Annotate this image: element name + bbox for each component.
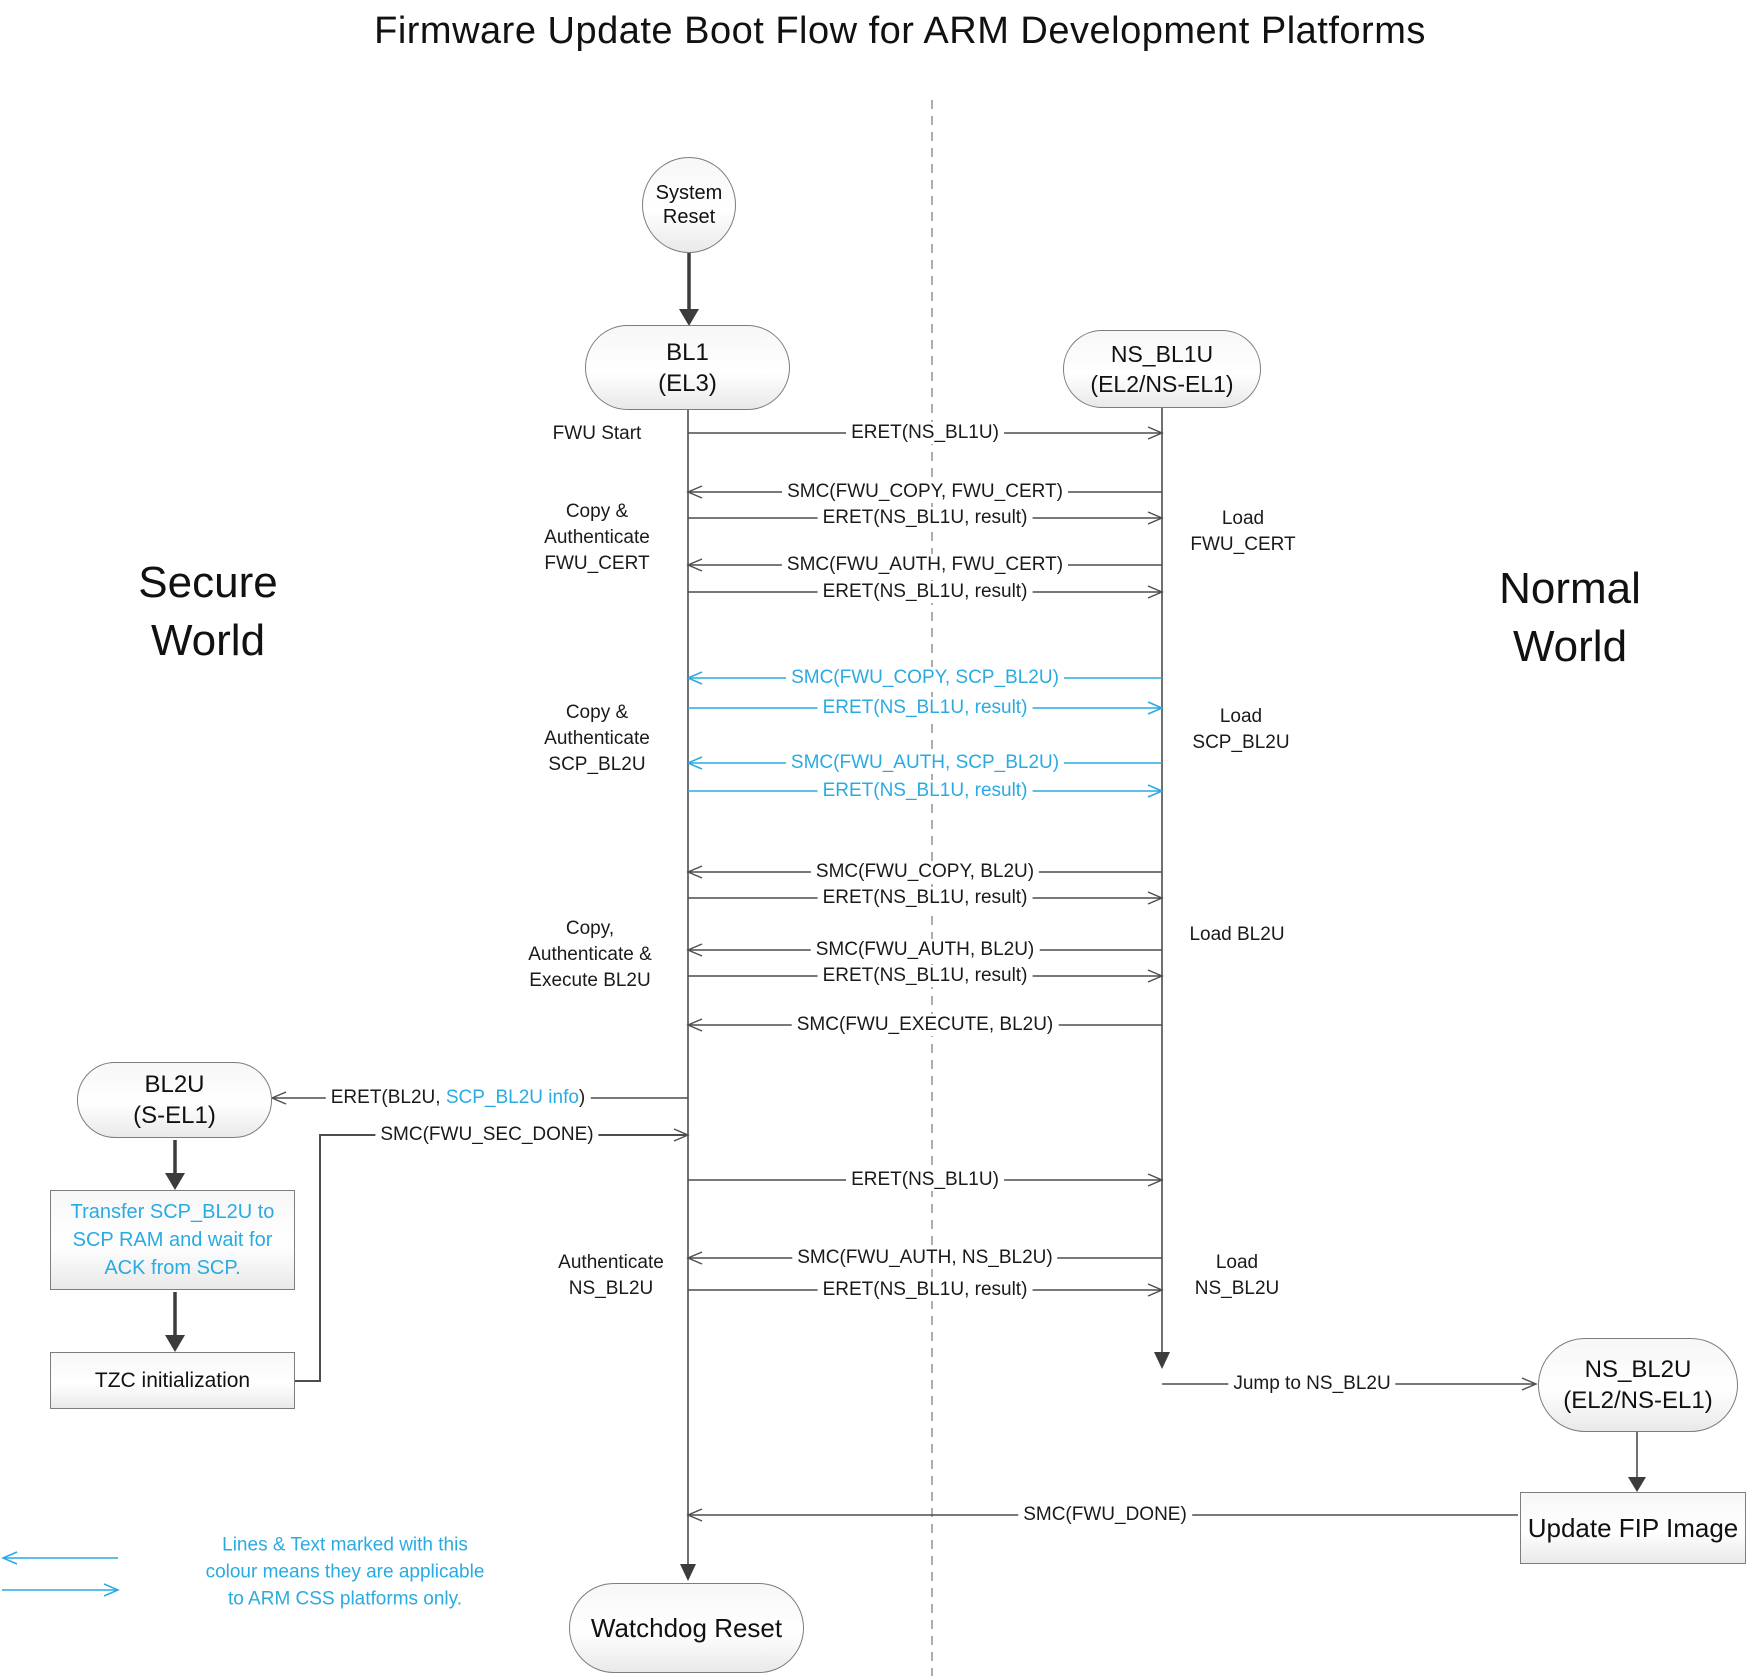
message-smc-fwu-copy-bl2u: SMC(FWU_COPY, BL2U) xyxy=(810,861,1040,883)
ns-bl1u-node: NS_BL1U (EL2/NS-EL1) xyxy=(1063,330,1261,408)
annotation-fwu-start: FWU Start xyxy=(552,423,642,444)
annotation-copy-auth-exec-bl2u: Copy, Authenticate & Execute BL2U xyxy=(528,918,652,991)
cyan-messages xyxy=(686,671,1164,798)
message-smc-fwu-auth-scp-bl2u: SMC(FWU_AUTH, SCP_BL2U) xyxy=(785,752,1065,774)
bl2u-to-transfer-arrow xyxy=(165,1140,185,1190)
message-jump-to-ns-bl2u: Jump to NS_BL2U xyxy=(1228,1373,1396,1395)
message-eret-result-3: ERET(NS_BL1U, result) xyxy=(817,697,1033,719)
message-eret-result-2: ERET(NS_BL1U, result) xyxy=(817,581,1033,603)
message-smc-fwu-copy-scp-bl2u: SMC(FWU_COPY, SCP_BL2U) xyxy=(786,667,1064,689)
message-smc-fwu-auth-fwu-cert: SMC(FWU_AUTH, FWU_CERT) xyxy=(781,554,1069,576)
annotation-copy-auth-scp-bl2u: Copy & Authenticate SCP_BL2U xyxy=(544,702,650,775)
ns-bl2u-node: NS_BL2U (EL2/NS-EL1) xyxy=(1538,1338,1738,1432)
legend-arrow-left-icon xyxy=(1,1551,118,1565)
tzc-initialization-box: TZC initialization xyxy=(50,1352,295,1409)
message-eret-result-4: ERET(NS_BL1U, result) xyxy=(817,780,1033,802)
message-eret-result-1: ERET(NS_BL1U, result) xyxy=(817,507,1033,529)
legend-arrow-right-icon xyxy=(2,1583,120,1597)
annotation-auth-ns-bl2u: Authenticate NS_BL2U xyxy=(558,1252,664,1299)
page-title: Firmware Update Boot Flow for ARM Develo… xyxy=(374,10,1426,52)
secure-world-label: Secure World xyxy=(138,558,278,665)
ns-bl1u-lifeline xyxy=(1154,408,1170,1369)
message-smc-fwu-done: SMC(FWU_DONE) xyxy=(1018,1504,1192,1526)
watchdog-reset-node: Watchdog Reset xyxy=(569,1583,804,1673)
bl1-lifeline xyxy=(680,410,696,1581)
legend-text: Lines & Text marked with this colour mea… xyxy=(205,1534,485,1610)
normal-world-label: Normal World xyxy=(1499,564,1641,671)
message-eret-result-5: ERET(NS_BL1U, result) xyxy=(817,887,1033,909)
update-fip-image-box: Update FIP Image xyxy=(1520,1492,1746,1564)
system-reset-to-bl1-arrow xyxy=(679,253,699,326)
message-smc-fwu-auth-ns-bl2u: SMC(FWU_AUTH, NS_BL2U) xyxy=(792,1247,1058,1269)
message-smc-fwu-auth-bl2u: SMC(FWU_AUTH, BL2U) xyxy=(810,939,1040,961)
message-smc-fwu-copy-fwu-cert: SMC(FWU_COPY, FWU_CERT) xyxy=(782,481,1068,503)
message-eret-result-6: ERET(NS_BL1U, result) xyxy=(817,965,1033,987)
message-smc-fwu-execute-bl2u: SMC(FWU_EXECUTE, BL2U) xyxy=(791,1014,1059,1036)
bl1-node: BL1 (EL3) xyxy=(585,325,790,410)
message-eret-result-7: ERET(NS_BL1U, result) xyxy=(817,1279,1033,1301)
message-eret-ns-bl1u-start: ERET(NS_BL1U) xyxy=(846,422,1004,444)
transfer-scp-bl2u-box: Transfer SCP_BL2U to SCP RAM and wait fo… xyxy=(50,1190,295,1290)
message-eret-ns-bl1u-2: ERET(NS_BL1U) xyxy=(846,1169,1004,1191)
annotation-load-scp-bl2u: Load SCP_BL2U xyxy=(1192,706,1290,753)
transfer-to-tzc-arrow xyxy=(165,1292,185,1352)
ns-bl2u-to-update-fip-arrow xyxy=(1628,1432,1646,1492)
annotation-load-bl2u: Load BL2U xyxy=(1189,924,1285,945)
annotation-copy-auth-fwu-cert: Copy & Authenticate FWU_CERT xyxy=(544,501,650,574)
annotation-load-fwu-cert: Load FWU_CERT xyxy=(1190,508,1296,555)
message-eret-bl2u-scp-info: ERET(BL2U, SCP_BL2U info) xyxy=(325,1087,591,1109)
system-reset-node: System Reset xyxy=(642,157,736,253)
annotation-load-ns-bl2u: Load NS_BL2U xyxy=(1194,1252,1280,1299)
message-smc-fwu-sec-done: SMC(FWU_SEC_DONE) xyxy=(375,1124,599,1146)
bl2u-node: BL2U (S-EL1) xyxy=(77,1062,272,1138)
